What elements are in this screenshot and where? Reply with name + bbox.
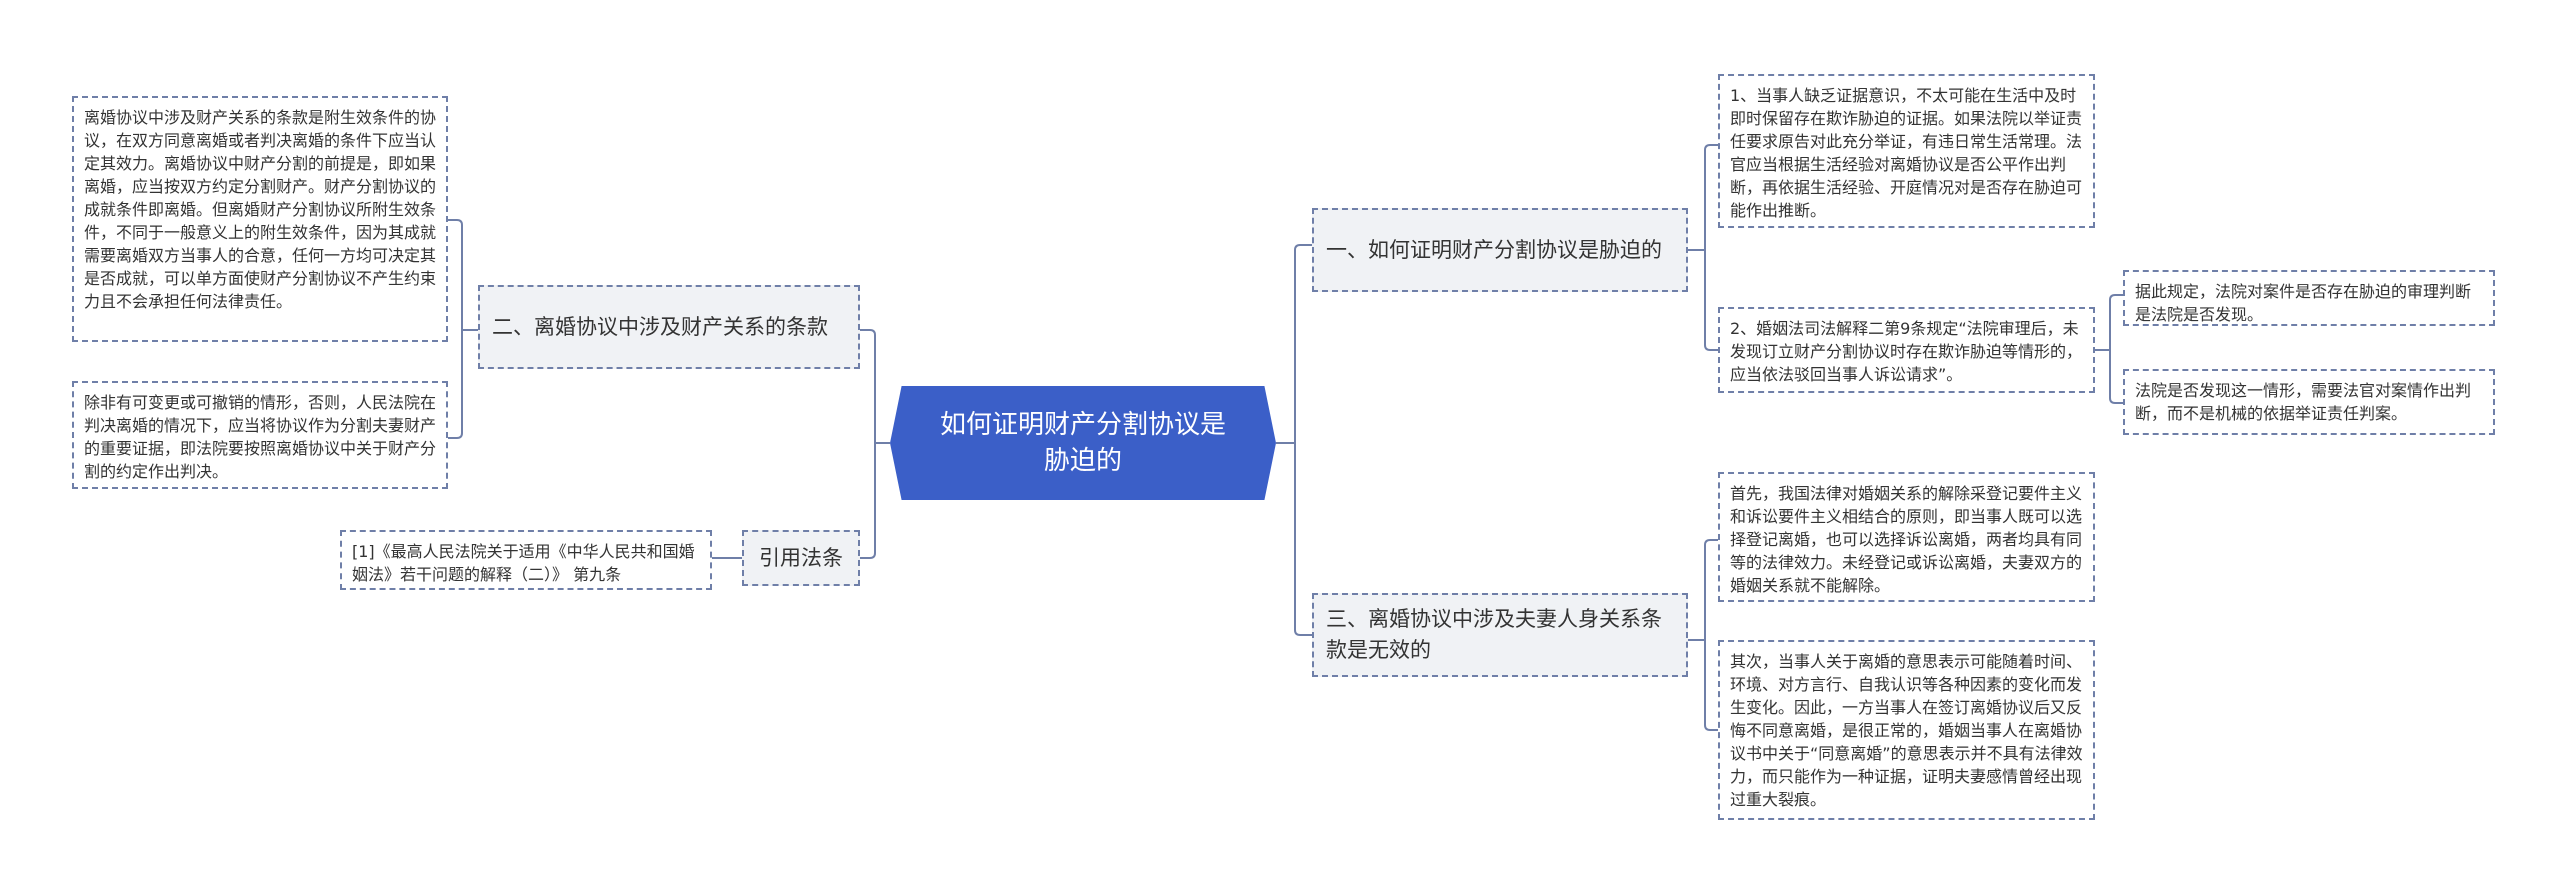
leaf-text: 1、当事人缺乏证据意识，不太可能在生活中及时即时保留存在欺诈胁迫的证据。如果法院… bbox=[1730, 86, 2083, 220]
subleaf-judge-judgment[interactable]: 法院是否发现这一情形，需要法官对案情作出判断，而不是机械的依据举证责任判案。 bbox=[2123, 369, 2495, 435]
leaf-text: [1]《最高人民法院关于适用《中华人民共和国婚姻法》若干问题的解释（二）》 第九… bbox=[352, 542, 695, 584]
branch-how-to-prove[interactable]: 一、如何证明财产分割协议是胁迫的 bbox=[1312, 208, 1688, 292]
leaf-judicial-interpretation[interactable]: 2、婚姻法司法解释二第9条规定“法院审理后，未发现订立财产分割协议时存在欺诈胁迫… bbox=[1718, 307, 2095, 393]
leaf-text: 离婚协议中涉及财产关系的条款是附生效条件的协议，在双方同意离婚或者判决离婚的条件… bbox=[84, 108, 437, 311]
leaf-text: 除非有可变更或可撤销的情形，否则，人民法院在判决离婚的情况下，应当将协议作为分割… bbox=[84, 393, 437, 481]
branch-label: 一、如何证明财产分割协议是胁迫的 bbox=[1326, 237, 1662, 262]
leaf-text: 其次，当事人关于离婚的意思表示可能随着时间、环境、对方言行、自我认识等各种因素的… bbox=[1730, 652, 2083, 809]
branch-label: 引用法条 bbox=[759, 545, 843, 570]
branch-label: 二、离婚协议中涉及财产关系的条款 bbox=[492, 314, 828, 339]
leaf-registration-litigation[interactable]: 首先，我国法律对婚姻关系的解除采登记要件主义和诉讼要件主义相结合的原则，即当事人… bbox=[1718, 472, 2095, 602]
branch-label: 三、离婚协议中涉及夫妻人身关系条款是无效的 bbox=[1326, 607, 1662, 662]
root-topic-label: 如何证明财产分割协议是胁迫的 bbox=[939, 410, 1226, 476]
root-topic[interactable]: 如何证明财产分割协议是胁迫的 bbox=[890, 386, 1276, 500]
leaf-statute-citation[interactable]: [1]《最高人民法院关于适用《中华人民共和国婚姻法》若干问题的解释（二）》 第九… bbox=[340, 530, 712, 590]
leaf-conditional-agreement[interactable]: 离婚协议中涉及财产关系的条款是附生效条件的协议，在双方同意离婚或者判决离婚的条件… bbox=[72, 96, 448, 342]
subleaf-court-discovery[interactable]: 据此规定，法院对案件是否存在胁迫的审理判断是法院是否发现。 bbox=[2123, 270, 2495, 326]
leaf-text: 2、婚姻法司法解释二第9条规定“法院审理后，未发现订立财产分割协议时存在欺诈胁迫… bbox=[1730, 319, 2083, 384]
branch-personal-relations-invalid[interactable]: 三、离婚协议中涉及夫妻人身关系条款是无效的 bbox=[1312, 593, 1688, 677]
leaf-intent-change[interactable]: 其次，当事人关于离婚的意思表示可能随着时间、环境、对方言行、自我认识等各种因素的… bbox=[1718, 640, 2095, 820]
branch-property-clauses[interactable]: 二、离婚协议中涉及财产关系的条款 bbox=[478, 285, 860, 369]
leaf-text: 法院是否发现这一情形，需要法官对案情作出判断，而不是机械的依据举证责任判案。 bbox=[2135, 381, 2472, 423]
branch-cited-statutes[interactable]: 引用法条 bbox=[742, 530, 860, 586]
leaf-text: 据此规定，法院对案件是否存在胁迫的审理判断是法院是否发现。 bbox=[2135, 282, 2472, 324]
leaf-text: 首先，我国法律对婚姻关系的解除采登记要件主义和诉讼要件主义相结合的原则，即当事人… bbox=[1730, 484, 2083, 595]
leaf-evidence-for-division[interactable]: 除非有可变更或可撤销的情形，否则，人民法院在判决离婚的情况下，应当将协议作为分割… bbox=[72, 381, 448, 489]
leaf-evidence-awareness[interactable]: 1、当事人缺乏证据意识，不太可能在生活中及时即时保留存在欺诈胁迫的证据。如果法院… bbox=[1718, 74, 2095, 228]
